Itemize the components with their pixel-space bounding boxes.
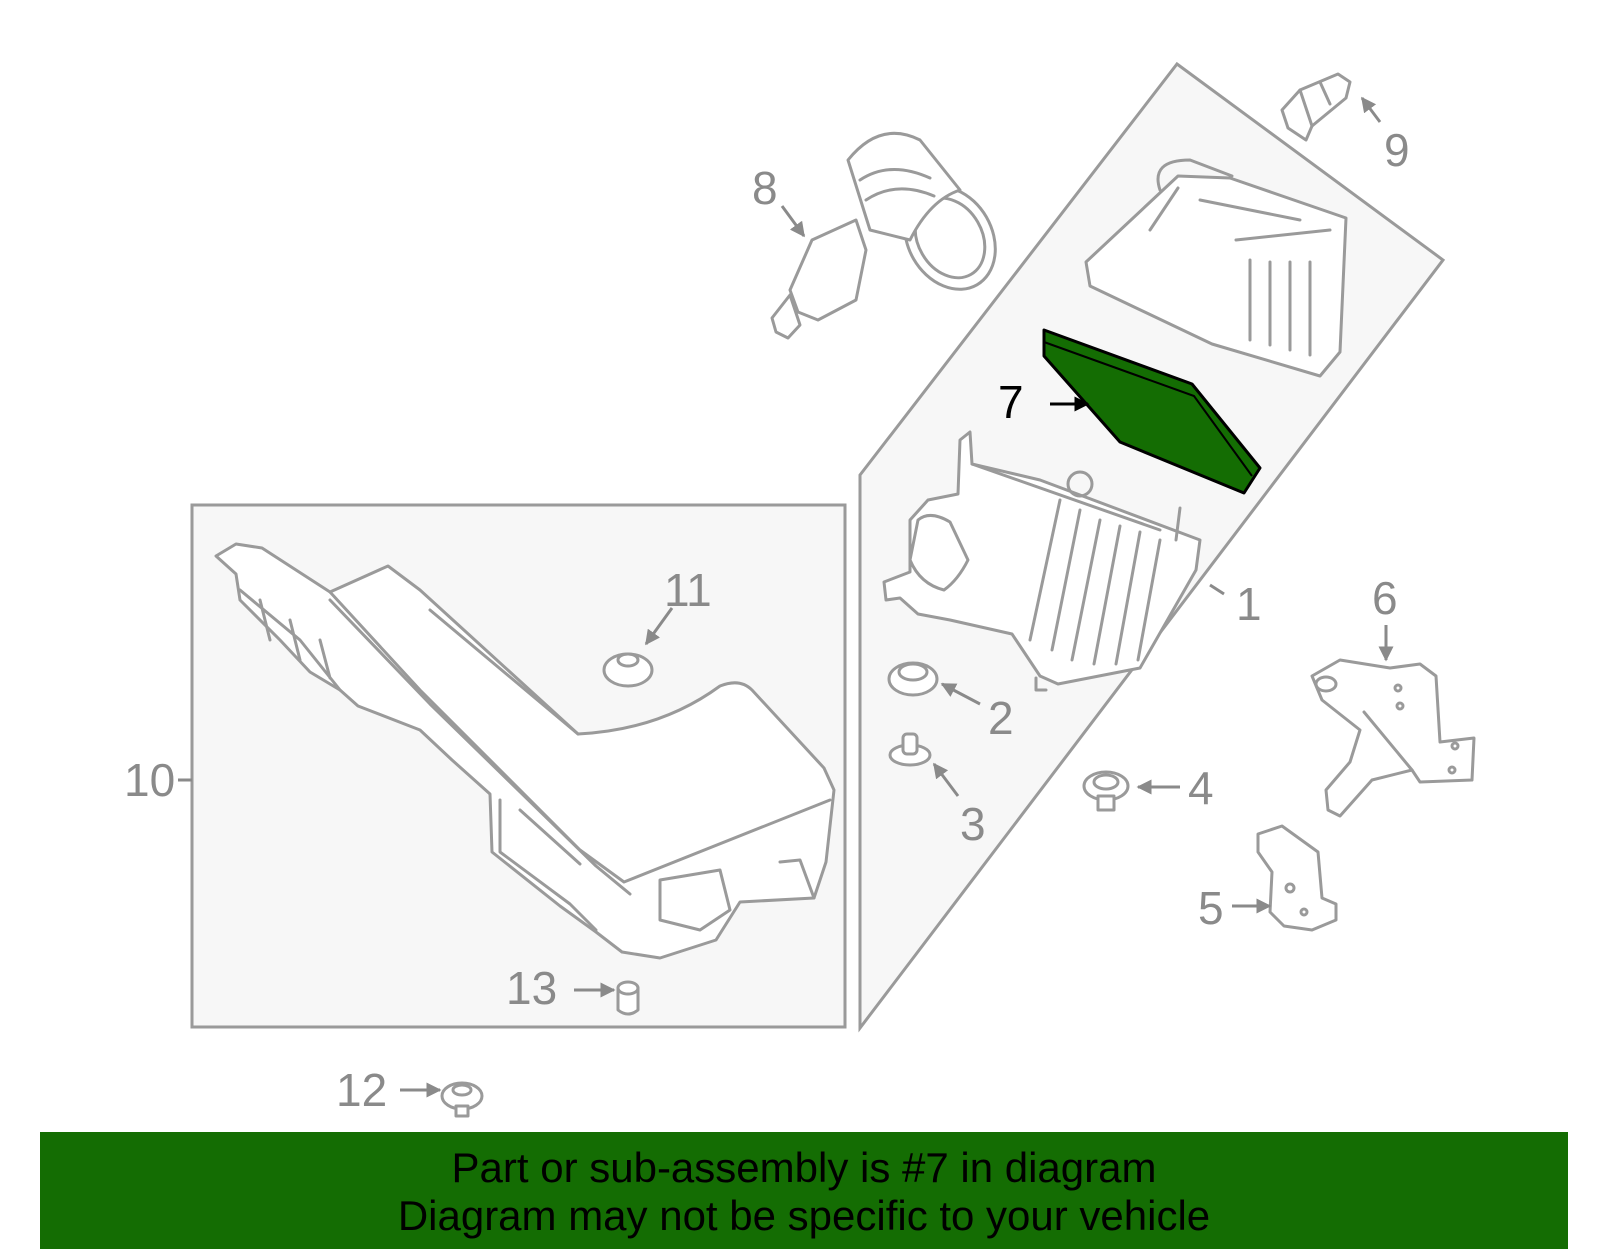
callout-1: 1: [1236, 578, 1262, 630]
callout-2: 2: [988, 692, 1014, 744]
part-1-upper-cover[interactable]: [1084, 158, 1348, 378]
part-6-bracket[interactable]: [1310, 625, 1476, 818]
part-3-pin[interactable]: [888, 732, 960, 797]
callout-12: 12: [336, 1064, 387, 1116]
part-9-sensor[interactable]: [1280, 72, 1382, 142]
part-11-grommet[interactable]: [602, 607, 674, 688]
banner-line-part: Part or sub-assembly is #7 in diagram: [451, 1144, 1157, 1191]
part-2-grommet[interactable]: [887, 661, 981, 706]
callout-3: 3: [960, 798, 986, 850]
part-1-lower-housing[interactable]: [882, 430, 1202, 692]
callout-9: 9: [1384, 124, 1410, 176]
part-12-grommet[interactable]: [400, 1081, 484, 1118]
callout-4: 4: [1188, 762, 1214, 814]
part-8-air-tube[interactable]: [770, 131, 1013, 340]
part-4-grommet[interactable]: [1082, 770, 1180, 812]
callout-5: 5: [1198, 882, 1224, 934]
callout-13: 13: [506, 962, 557, 1014]
info-banner: Part or sub-assembly is #7 in diagram Di…: [40, 1132, 1568, 1249]
part-13-plug[interactable]: [574, 980, 640, 1016]
part-7-air-filter[interactable]: [1042, 328, 1262, 495]
part-10-intake-duct[interactable]: [178, 542, 836, 960]
callout-7: 7: [998, 376, 1024, 428]
part-1-leader: [1209, 583, 1225, 596]
part-5-bracket[interactable]: [1232, 824, 1338, 932]
banner-line-disclaimer: Diagram may not be specific to your vehi…: [397, 1192, 1211, 1239]
callout-8: 8: [752, 162, 778, 214]
callout-6: 6: [1372, 572, 1398, 624]
callout-11: 11: [664, 564, 712, 616]
callout-10: 10: [124, 754, 175, 806]
